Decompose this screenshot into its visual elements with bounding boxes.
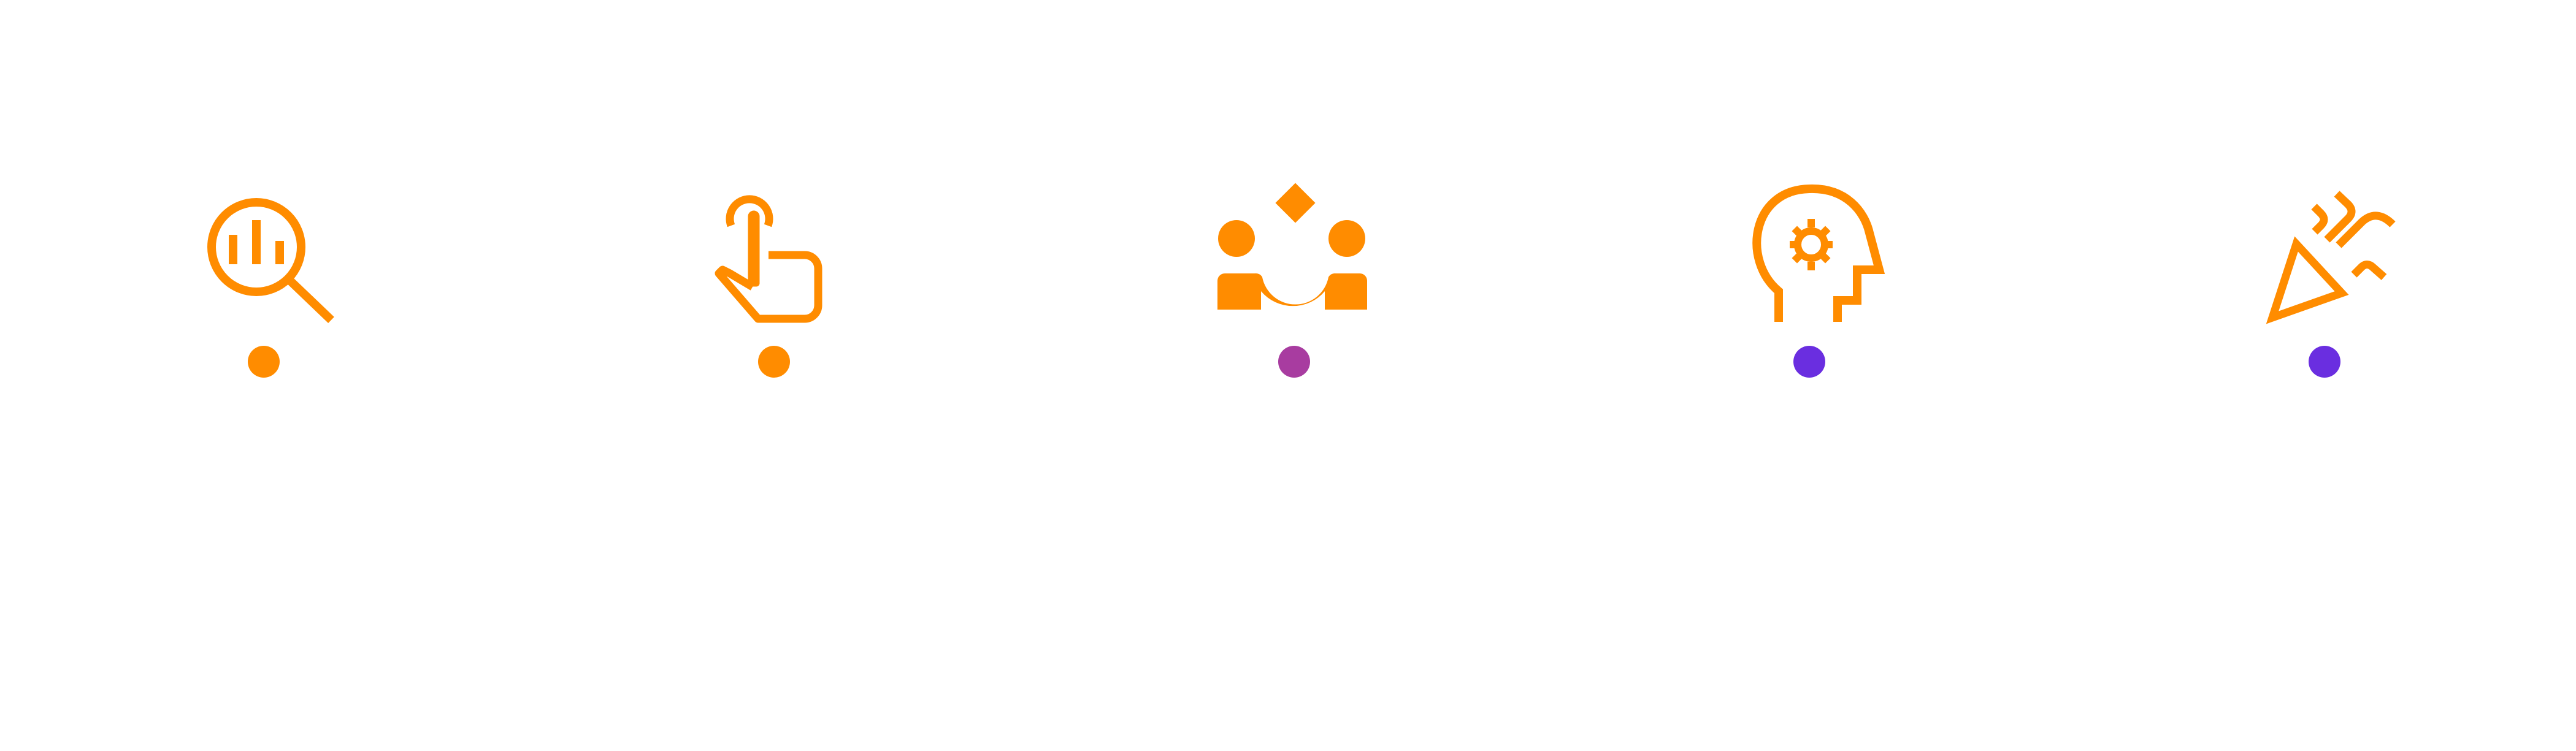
magnifier-bars xyxy=(229,220,284,264)
step-2-marker xyxy=(758,346,790,378)
magnifier-bar-chart-icon xyxy=(207,198,334,324)
tap-hand-icon xyxy=(715,195,822,323)
two-people-diamond-icon xyxy=(1217,183,1367,310)
gear-ring xyxy=(1794,227,1828,262)
step-3-marker xyxy=(1278,346,1310,378)
head-gear-icon xyxy=(1752,184,1885,322)
step-1-marker xyxy=(248,346,280,378)
gear-symbol xyxy=(1790,219,1833,270)
party-popper-icon xyxy=(2266,191,2396,324)
step-5-marker xyxy=(2309,346,2340,378)
step-4-marker xyxy=(1793,346,1825,378)
